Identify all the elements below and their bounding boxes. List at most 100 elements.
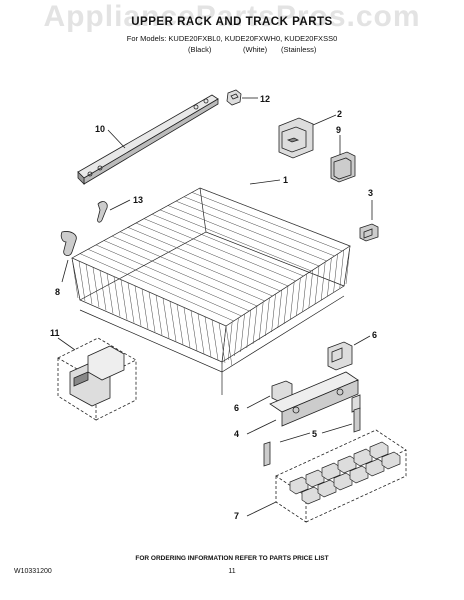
callout-3: 3 bbox=[368, 188, 373, 198]
rack-side-wire bbox=[265, 297, 270, 337]
rack-wire bbox=[95, 244, 250, 312]
tray-cell bbox=[321, 462, 341, 481]
rack-side-wire bbox=[302, 273, 307, 313]
rack-side-wire bbox=[71, 257, 79, 299]
callout-12: 12 bbox=[260, 94, 270, 104]
callout-1: 1 bbox=[283, 175, 288, 185]
rack-wires bbox=[71, 187, 351, 367]
rack-side-wire bbox=[345, 245, 351, 285]
rack-side-wire bbox=[218, 322, 226, 363]
rack-side-wire bbox=[106, 273, 114, 314]
tray-cell bbox=[349, 465, 369, 484]
diagram-title: UPPER RACK AND TRACK PARTS bbox=[131, 16, 333, 28]
rack-side-wire bbox=[327, 257, 332, 297]
rack-side-wire bbox=[127, 282, 135, 323]
track-stop-part bbox=[226, 89, 242, 106]
rack-side-wire bbox=[234, 317, 239, 357]
rack-side-wire bbox=[169, 301, 177, 342]
rack-side-wire bbox=[240, 313, 245, 353]
tray-cell bbox=[365, 458, 385, 477]
leader-10 bbox=[107, 129, 126, 149]
watermark: AppliancePartsPros.com bbox=[43, 0, 421, 33]
callout-9: 9 bbox=[336, 125, 341, 135]
rack-wire bbox=[87, 249, 242, 317]
rack-side-wire bbox=[183, 307, 191, 348]
finish-black: (Black) bbox=[188, 45, 212, 54]
rack-side-wire bbox=[190, 310, 198, 351]
clip-5a-part bbox=[263, 441, 271, 467]
leader-5b bbox=[321, 423, 353, 434]
rack-side-wire bbox=[283, 285, 289, 325]
tray-cell bbox=[301, 486, 321, 505]
rack-wire bbox=[159, 209, 312, 272]
adjuster-plate-part bbox=[330, 151, 356, 183]
rack-side-wire bbox=[333, 253, 338, 293]
bracket-part bbox=[359, 223, 379, 242]
rack-side-wire bbox=[141, 288, 149, 329]
leader-13 bbox=[109, 199, 131, 211]
rack-side-wire bbox=[134, 285, 142, 326]
models-line: For Models: KUDE20FXBL0, KUDE20FXWH0, KU… bbox=[126, 34, 338, 43]
rack-wire bbox=[167, 205, 320, 267]
rack-side-wire bbox=[197, 313, 205, 354]
rack-side-wire bbox=[289, 281, 295, 321]
rack-wire bbox=[199, 187, 351, 247]
rack-side-wire bbox=[99, 270, 107, 311]
callout-4: 4 bbox=[234, 429, 239, 439]
leader-5a bbox=[279, 432, 311, 443]
rack-track-part bbox=[77, 94, 219, 185]
rack-wire bbox=[135, 222, 289, 287]
tray-cell bbox=[369, 441, 389, 460]
rack-clip-13-part bbox=[97, 201, 108, 223]
clip-5b-part bbox=[353, 407, 361, 433]
end-cap-upper-part bbox=[327, 341, 353, 371]
cup-shelf-part bbox=[57, 337, 137, 421]
callout-2: 2 bbox=[337, 109, 342, 119]
tine-holder-part bbox=[269, 371, 361, 427]
rack-adjuster-part bbox=[278, 117, 314, 159]
tray-cell bbox=[289, 476, 309, 495]
leader-7 bbox=[246, 501, 277, 517]
tray-cell bbox=[337, 455, 357, 474]
rack-side-wire bbox=[227, 321, 233, 361]
callout-6-upper: 6 bbox=[372, 330, 377, 340]
rack-side-wire bbox=[155, 295, 163, 336]
leader-11 bbox=[57, 337, 76, 351]
document-number: W10331200 bbox=[14, 568, 52, 575]
rack-side-wire bbox=[252, 305, 258, 345]
rack-wire bbox=[175, 200, 327, 262]
finish-stainless: (Stainless) bbox=[281, 45, 317, 54]
rack-wire bbox=[191, 192, 343, 252]
rack-side-wire bbox=[221, 325, 227, 365]
rack-side-wire bbox=[277, 289, 283, 329]
rack-side-wire bbox=[246, 309, 252, 349]
rack-side-wire bbox=[92, 267, 100, 308]
rack-side-wire bbox=[308, 269, 314, 309]
rack-side-wire bbox=[339, 249, 345, 289]
tray-cell bbox=[333, 472, 353, 491]
callout-10: 10 bbox=[95, 124, 105, 134]
callout-13: 13 bbox=[133, 195, 143, 205]
tray-cell bbox=[353, 448, 373, 467]
rack-side-wire bbox=[271, 293, 276, 333]
rack-side-wire bbox=[113, 276, 121, 317]
rack-side-wire bbox=[225, 325, 233, 367]
leader-8 bbox=[61, 259, 69, 283]
rack-side-wire bbox=[320, 261, 326, 301]
rack-side-wire bbox=[120, 279, 128, 320]
tray-cell bbox=[381, 451, 401, 470]
rack-wire bbox=[151, 214, 304, 277]
leader-1 bbox=[249, 179, 281, 185]
tine-tray-part bbox=[275, 429, 407, 523]
rack-side-wire bbox=[78, 261, 86, 302]
rack-side-wire bbox=[148, 291, 156, 333]
finish-white: (White) bbox=[243, 45, 268, 54]
rack-wire bbox=[119, 231, 273, 297]
ordering-note: FOR ORDERING INFORMATION REFER TO PARTS … bbox=[135, 555, 329, 562]
rack-wire bbox=[127, 227, 281, 292]
rack-side-wire bbox=[204, 316, 212, 357]
rack-wire bbox=[79, 253, 234, 322]
callout-11: 11 bbox=[50, 328, 60, 338]
rack-wire bbox=[183, 196, 335, 257]
